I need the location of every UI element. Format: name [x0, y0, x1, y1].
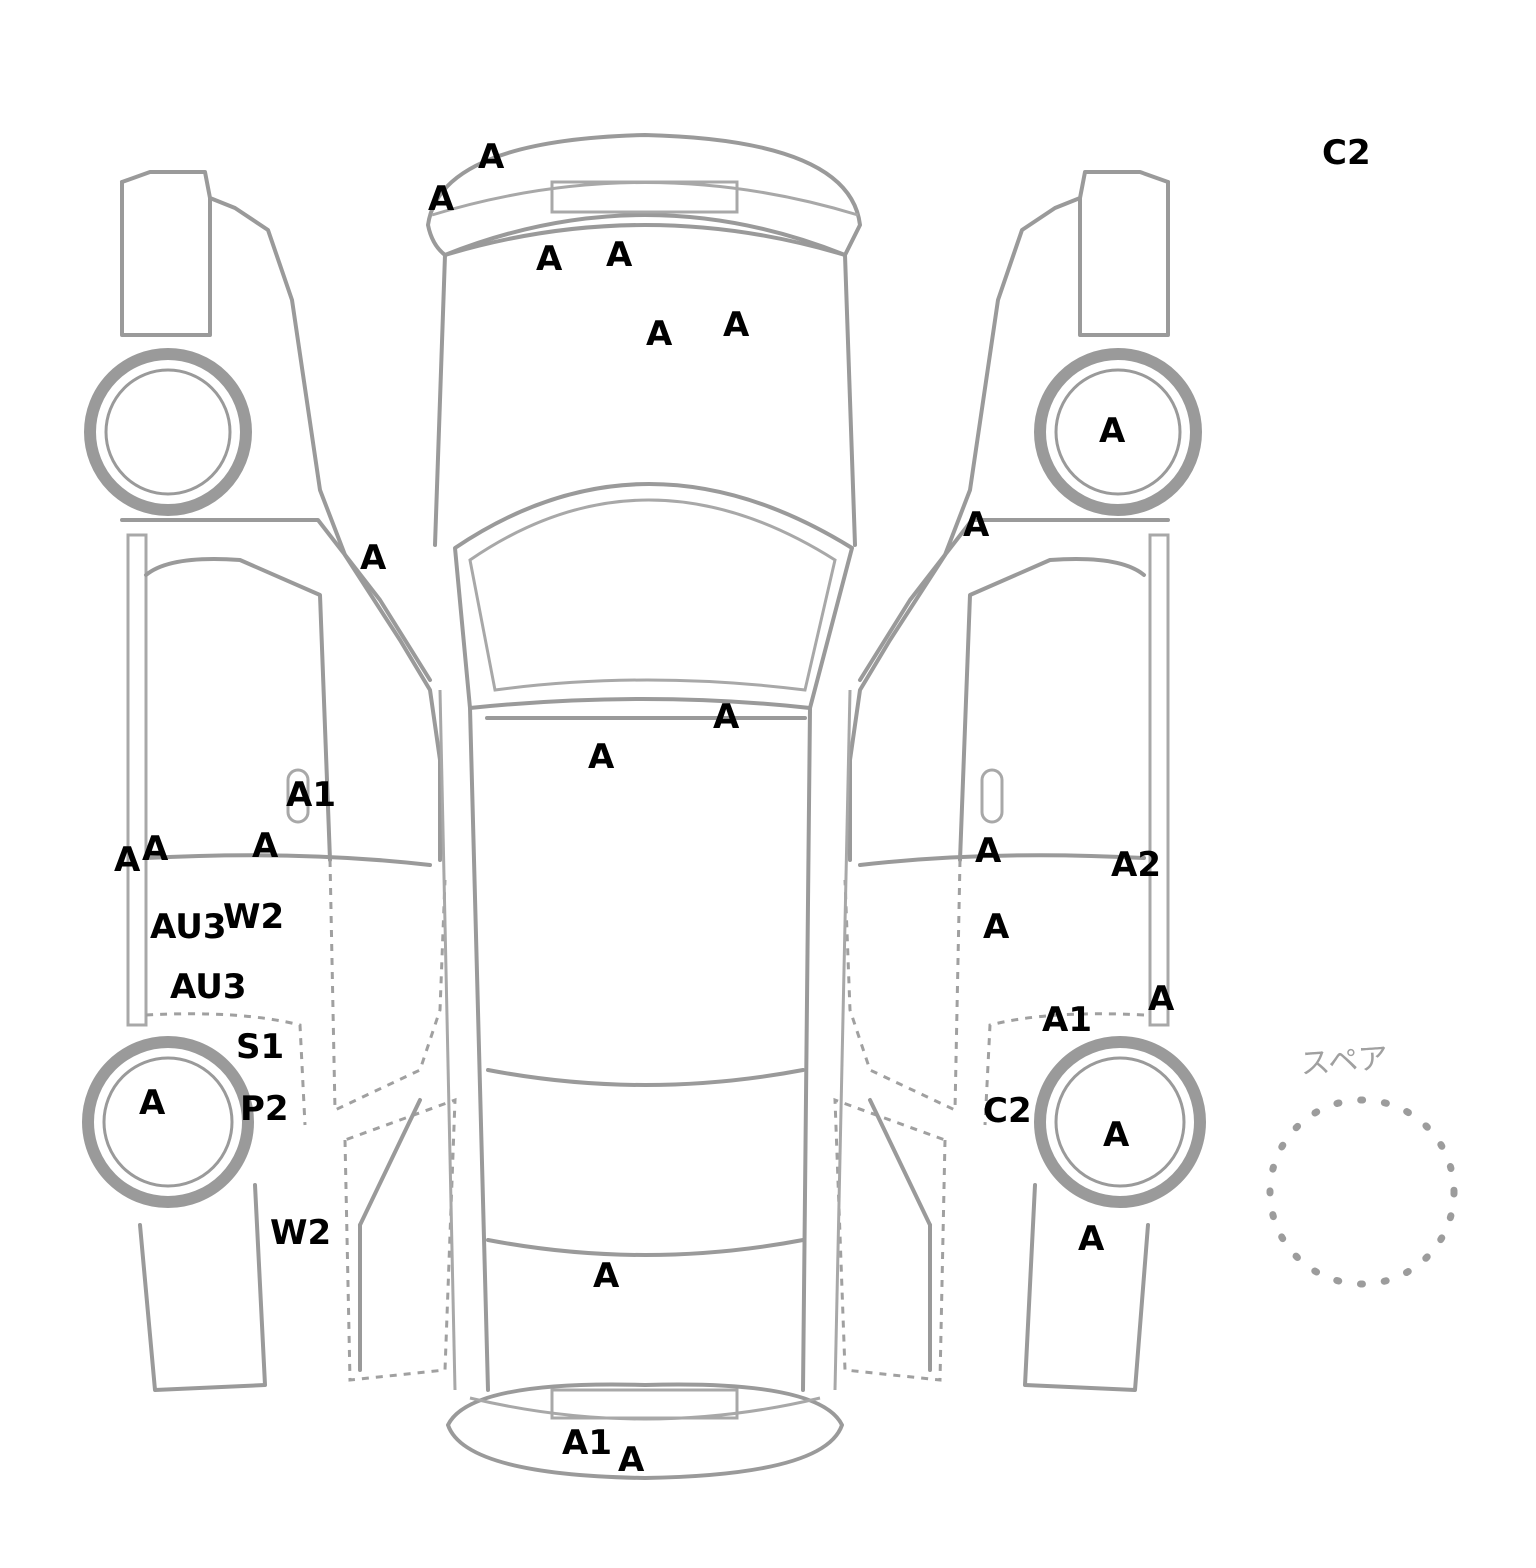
damage-code: A — [723, 305, 750, 345]
spare-tire-label: スペア — [1299, 1040, 1390, 1083]
left-side-view — [82, 170, 457, 1392]
damage-code: AU3 — [170, 967, 247, 1007]
damage-code: W2 — [270, 1213, 332, 1253]
damage-code: A — [114, 840, 141, 880]
damage-code: A — [478, 137, 505, 177]
spare-tire-outline — [1266, 1096, 1458, 1288]
damage-code: A — [1099, 411, 1126, 451]
damage-code: A — [1103, 1115, 1130, 1155]
damage-code: A — [606, 235, 633, 275]
damage-code: A — [1148, 979, 1175, 1019]
damage-code: C2 — [983, 1091, 1032, 1131]
damage-code: A — [428, 179, 455, 219]
damage-code: S1 — [236, 1027, 285, 1067]
damage-code: A — [252, 826, 279, 866]
damage-code: A — [713, 697, 740, 737]
damage-code: A — [360, 538, 387, 578]
damage-code: AU3 — [150, 907, 227, 947]
damage-code: A — [975, 831, 1002, 871]
damage-code: A — [142, 829, 169, 869]
damage-code: P2 — [240, 1089, 289, 1129]
top-view — [426, 133, 862, 1480]
damage-code: A1 — [1042, 1000, 1092, 1040]
damage-code: A — [646, 314, 673, 354]
damage-code: A — [618, 1440, 645, 1480]
right-side-view — [833, 170, 1206, 1392]
damage-code: A — [983, 907, 1010, 947]
damage-code: A1 — [286, 775, 336, 815]
damage-code: A — [593, 1256, 620, 1296]
damage-code: C2 — [1322, 133, 1371, 173]
damage-code: A — [139, 1083, 166, 1123]
damage-code: A — [963, 505, 990, 545]
damage-code: A — [536, 239, 563, 279]
damage-code: A — [588, 737, 615, 777]
damage-code: A1 — [562, 1423, 612, 1463]
damage-code: W2 — [223, 897, 285, 937]
damage-code: A2 — [1111, 845, 1161, 885]
damage-code: A — [1078, 1219, 1105, 1259]
